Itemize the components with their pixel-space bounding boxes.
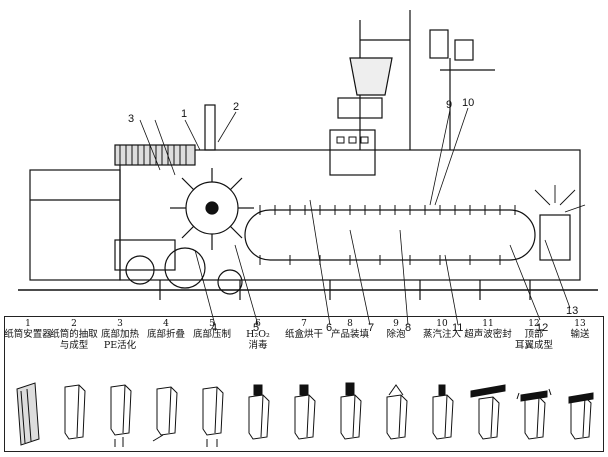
carton-icon (386, 384, 408, 440)
callout-12: 12 (536, 322, 548, 334)
callout-9: 9 (446, 99, 452, 111)
carton-icon (248, 384, 270, 440)
carton-icon (340, 382, 362, 440)
step-label: 除泡 (386, 329, 406, 340)
callout-13: 13 (566, 305, 578, 317)
step-number: 5 (209, 319, 215, 329)
step-label: 蒸汽注入 (422, 329, 461, 340)
step-number: 6 (255, 319, 261, 329)
step-label: 产品装填 (330, 329, 369, 340)
callout-5: 5 (253, 322, 259, 334)
step-number: 7 (301, 319, 307, 329)
carton-icon (432, 384, 454, 440)
carton-icon (516, 388, 552, 440)
carton-icon (152, 386, 178, 442)
carton-icon (202, 386, 224, 447)
step-number: 12 (528, 319, 540, 329)
callout-11: 11 (452, 322, 463, 334)
step-number: 11 (482, 319, 494, 329)
step-label: 顶部耳翼成型 (514, 329, 553, 351)
step-number: 1 (25, 319, 31, 329)
step-number: 13 (574, 319, 586, 329)
step-label: 纸筒安置器 (4, 329, 52, 340)
step-label: 纸筒的抽取与成型 (50, 329, 98, 351)
step-number: 10 (436, 319, 448, 329)
carton-icon (16, 382, 40, 446)
carton-icon (110, 384, 132, 447)
callout-4: 4 (211, 322, 217, 334)
step-number: 8 (347, 319, 353, 329)
step-label: 底部压制 (192, 329, 231, 340)
step-label: 底部折叠 (146, 329, 185, 340)
step-number: 3 (117, 319, 123, 329)
step-number: 2 (71, 319, 77, 329)
carton-icon (470, 384, 506, 440)
step-label: 输送 (570, 329, 590, 340)
carton-icon (568, 392, 594, 440)
callout-3: 3 (128, 113, 134, 125)
carton-icon (294, 384, 316, 440)
callout-8: 8 (405, 322, 411, 334)
callout-10: 10 (462, 97, 474, 109)
carton-icon (64, 384, 86, 440)
callout-6: 6 (326, 322, 332, 334)
step-label: 超声波密封 (464, 329, 512, 340)
step-label: 纸盒烘干 (284, 329, 323, 340)
callout-7: 7 (368, 322, 374, 334)
step-number: 4 (163, 319, 169, 329)
callout-2: 2 (233, 101, 239, 113)
step-number: 9 (393, 319, 399, 329)
callout-1: 1 (181, 108, 187, 120)
